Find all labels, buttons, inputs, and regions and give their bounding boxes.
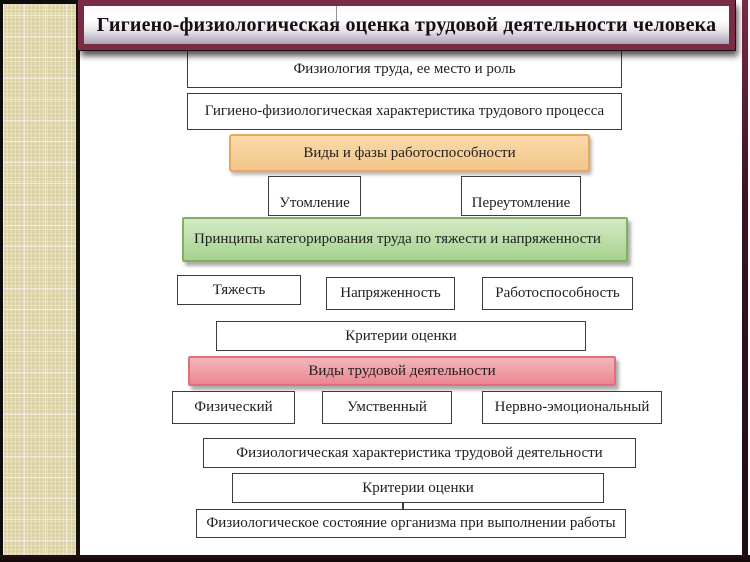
left-texture-band [0,0,80,562]
node-label: Виды трудовой деятельности [308,362,496,379]
node-label: Критерии оценки [362,479,474,496]
title-connector-line [336,6,337,26]
node-label: Переутомление [471,194,571,211]
node-categorization-principles: Принципы категорирования труда по тяжест… [182,217,628,262]
right-edge-band [742,0,748,562]
node-nervous-emotional: Нервно-эмоциональный [482,391,662,424]
node-label: Физический [194,399,273,416]
node-label: Работоспособность [495,285,620,302]
node-evaluation-criteria-1: Критерии оценки [216,321,586,351]
node-label: Гигиено-физиологическая характеристика т… [204,103,605,120]
node-hygiene-characteristic: Гигиено-физиологическая характеристика т… [187,93,622,130]
node-label: Виды и фазы работоспособности [303,144,516,161]
node-intensity: Напряженность [326,277,455,310]
node-label: Критерии оценки [345,327,457,344]
node-severity: Тяжесть [177,275,301,305]
node-overfatigue: Переутомление [461,176,581,216]
node-label: Напряженность [340,285,441,302]
node-labor-activity-types: Виды трудовой деятельности [188,356,616,386]
node-physiological-state: Физиологическое состояние организма при … [196,509,626,538]
node-label: Принципы категорирования труда по тяжест… [194,231,601,248]
node-label: Тяжесть [212,281,266,298]
node-fatigue: Утомление [268,176,361,216]
slide-title-plaque: Гигиено-физиологическая оценка трудовой … [78,0,735,50]
node-label: Физиологическая характеристика трудовой … [236,444,603,461]
node-physiological-characteristic: Физиологическая характеристика трудовой … [203,438,636,468]
node-evaluation-criteria-2: Критерии оценки [232,473,604,503]
connector-line [402,503,404,510]
node-label: Нервно-эмоциональный [494,399,650,416]
node-working-capacity: Работоспособность [482,277,633,310]
slide-title: Гигиено-физиологическая оценка трудовой … [96,13,717,36]
node-label: Физиологическое состояние организма при … [206,515,616,532]
node-label: Умственный [347,399,427,416]
node-mental: Умственный [322,391,452,424]
node-physiology-of-labor: Физиология труда, ее место и роль [187,50,622,88]
node-physical: Физический [172,391,295,424]
node-label: Утомление [279,194,350,211]
node-label: Физиология труда, ее место и роль [293,60,516,77]
bottom-edge-band [0,555,750,562]
top-edge-bar [0,0,80,4]
node-types-phases-capacity: Виды и фазы работоспособности [229,134,590,172]
